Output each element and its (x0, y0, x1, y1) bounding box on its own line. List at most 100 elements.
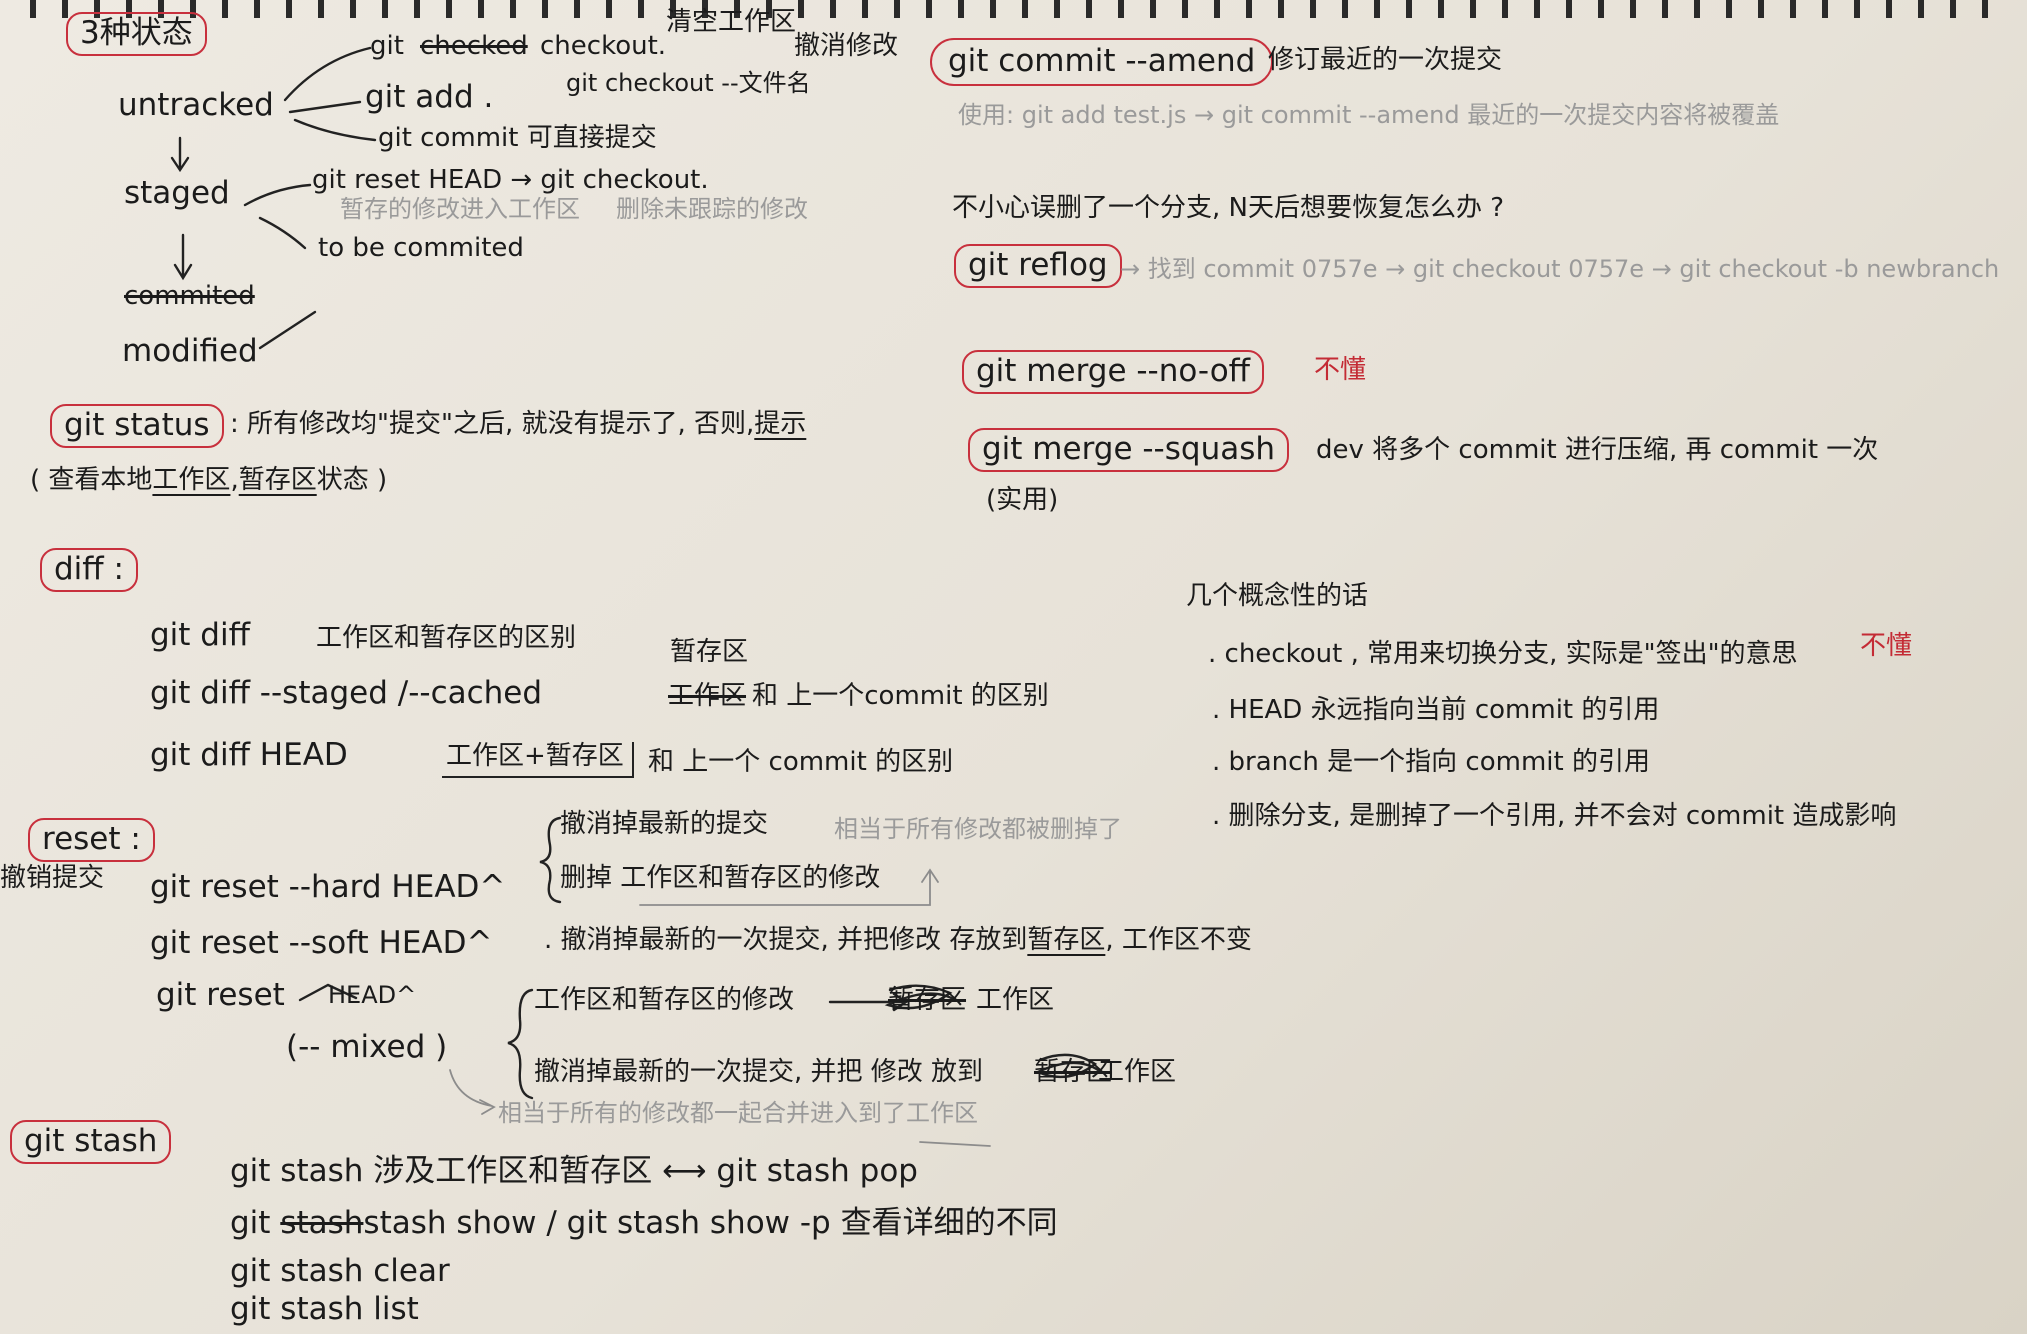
delete-untracked-note: 删除未跟踪的修改 (616, 195, 808, 223)
stash-line3: git stash clear (230, 1253, 450, 1289)
scribble-2 (1035, 1053, 1100, 1079)
brace-reset-hard (539, 816, 562, 904)
reflog-question: 不小心误删了一个分支, N天后想要恢复怎么办 ? (952, 193, 1505, 223)
underline-faint (919, 1141, 991, 1147)
arrow-staged-commited (173, 233, 193, 281)
branch-line-reset (243, 183, 312, 207)
staged-to-workspace-note: 暂存的修改进入工作区 (340, 195, 580, 223)
checkout-label: checkout. (540, 31, 667, 61)
concept-branch: . branch 是一个指向 commit 的引用 (1212, 747, 1650, 777)
branch-line-commit (293, 118, 377, 142)
diff-title: diff : (40, 548, 138, 592)
reflog-cmd: git reflog (954, 244, 1122, 288)
spiral-binding (30, 0, 1988, 18)
concepts-title: 几个概念性的话 (1186, 581, 1369, 611)
status-sub-workspace: 工作区 (152, 465, 231, 495)
reset-mixed-cmd: git reset (156, 977, 285, 1013)
merge-squash-note: (实用) (986, 485, 1059, 515)
reset-soft-desc: . 撤消掉最新的一次提交, 并把修改 存放到暂存区, 工作区不变 (544, 925, 1252, 956)
reset-mixed-line1-struck: 暂存区 (888, 985, 967, 1015)
status-desc-text: : 所有修改均"提交"之后, 就没有提示了, 否则, (230, 409, 755, 439)
reset-mixed-line1: 工作区和暂存区的修改 (534, 985, 795, 1015)
reset-hard-line1: 撤消掉最新的提交 (560, 809, 769, 839)
diff-row2-desc: 和 上一个commit 的区别 (752, 681, 1049, 711)
diff-row1-desc: 工作区和暂存区的区别 (316, 623, 577, 653)
reset-side-note: 撤销提交 (0, 863, 105, 893)
stash-line2: git stashstash show / git stash show -p … (230, 1205, 1058, 1242)
reset-soft-c: , 工作区不变 (1105, 925, 1252, 955)
stash-line2-git: git (230, 1205, 271, 1241)
stash-line2-rest: stash show / git stash show -p 查看详细的不同 (363, 1205, 1058, 1241)
diff-row3-box: 工作区+暂存区 (442, 741, 634, 778)
reset-title: reset : (28, 818, 155, 862)
amend-example: 使用: git add test.js → git commit --amend… (958, 101, 1780, 129)
state-modified: modified (122, 333, 258, 369)
branch-line-checkout (283, 46, 372, 102)
reset-hard-note: 相当于所有修改都被删掉了 (834, 815, 1122, 843)
merge-squash-desc: dev 将多个 commit 进行压缩, 再 commit 一次 (1316, 435, 1879, 465)
states-title: 3种状态 (66, 12, 207, 56)
concept-head: . HEAD 永远指向当前 commit 的引用 (1212, 695, 1660, 725)
checked-strike: checked (420, 31, 528, 61)
arrow-mixed-note (449, 1069, 496, 1115)
status-sub-a: ( 查看本地 (30, 465, 153, 495)
status-sub-comma: , (230, 465, 239, 495)
diff-row1-cmd: git diff (150, 617, 250, 653)
git-label: git (370, 31, 404, 61)
merge-noff-note: 不懂 (1314, 355, 1367, 385)
git-commit-direct: git commit 可直接提交 (378, 123, 657, 153)
brace-reset-mixed (507, 988, 534, 1100)
git-checkout-file: git checkout --文件名 (566, 69, 811, 97)
state-commited: commited (124, 281, 255, 311)
git-status-sub: ( 查看本地工作区,暂存区状态 ) (30, 465, 388, 496)
reset-soft-a: . 撤消掉最新的一次提交, 并把修改 存放到 (544, 925, 1028, 955)
reset-mixed-line2-target: 工作区 (1098, 1057, 1177, 1087)
reflog-flow: → 找到 commit 0757e → git checkout 0757e →… (1120, 255, 2000, 283)
diff-row2-cmd: git diff --staged /--cached (150, 675, 543, 711)
reset-mixed-head: HEAD^ (328, 981, 417, 1009)
stroke-mixed-head (298, 983, 358, 1002)
stash-line4: git stash list (230, 1291, 419, 1327)
reset-hard-line2: 删掉 工作区和暂存区的修改 (560, 863, 881, 893)
git-add-cmd: git add . (365, 79, 494, 115)
scribble-1 (884, 984, 957, 1010)
amend-desc: 修订最近的一次提交 (1268, 45, 1503, 75)
diff-row3-desc: 和 上一个 commit 的区别 (648, 747, 954, 777)
state-untracked: untracked (118, 87, 274, 123)
stash-line2-struck: stash (280, 1205, 364, 1241)
diff-row2-strike: 工作区 (668, 681, 747, 711)
concept-checkout-note: 不懂 (1860, 631, 1913, 661)
amend-cmd: git commit --amend (930, 38, 1274, 86)
concept-delete-branch: . 删除分支, 是删掉了一个引用, 并不会对 commit 造成影响 (1212, 801, 1897, 831)
status-sub-e: 状态 ) (316, 465, 388, 495)
merge-squash-cmd: git merge --squash (968, 428, 1290, 472)
clear-workspace-note: 清空工作区 (666, 7, 797, 37)
stroke-modified (258, 310, 317, 350)
undo-modify-note: 撤消修改 (794, 31, 899, 61)
git-status-desc: : 所有修改均"提交"之后, 就没有提示了, 否则,提示 (230, 409, 807, 440)
reset-mixed-line2-struck: 暂存区 (1034, 1057, 1113, 1087)
branch-line-add (288, 100, 362, 114)
to-be-commited: to be commited (318, 233, 524, 263)
reset-mixed-line1-target: 工作区 (976, 985, 1055, 1015)
arrow-hard-note (639, 868, 939, 906)
concept-checkout: . checkout , 常用来切换分支, 实际是"签出"的意思 (1208, 639, 1798, 669)
reset-soft-stage: 暂存区 (1027, 925, 1106, 955)
status-sub-stage: 暂存区 (238, 465, 317, 495)
git-reset-head: git reset HEAD → git checkout. (312, 165, 709, 195)
reset-mixed-line2: 撤消掉最新的一次提交, 并把 修改 放到 (534, 1057, 984, 1087)
diff-row2-above: 暂存区 (670, 637, 749, 667)
status-desc-prompt: 提示 (754, 409, 807, 439)
state-staged: staged (124, 175, 230, 211)
git-status-cmd: git status (50, 404, 224, 448)
stash-title: git stash (10, 1120, 172, 1164)
arrow-untracked-staged (170, 136, 190, 173)
reset-soft-cmd: git reset --soft HEAD^ (150, 925, 493, 961)
reset-mixed-note: 相当于所有的修改都一起合并进入到了工作区 (498, 1099, 978, 1127)
merge-noff-cmd: git merge --no-off (962, 350, 1265, 394)
reset-hard-cmd: git reset --hard HEAD^ (150, 869, 506, 905)
branch-line-tobecommited (258, 216, 307, 250)
reset-mixed-option: (-- mixed ) (286, 1029, 448, 1065)
